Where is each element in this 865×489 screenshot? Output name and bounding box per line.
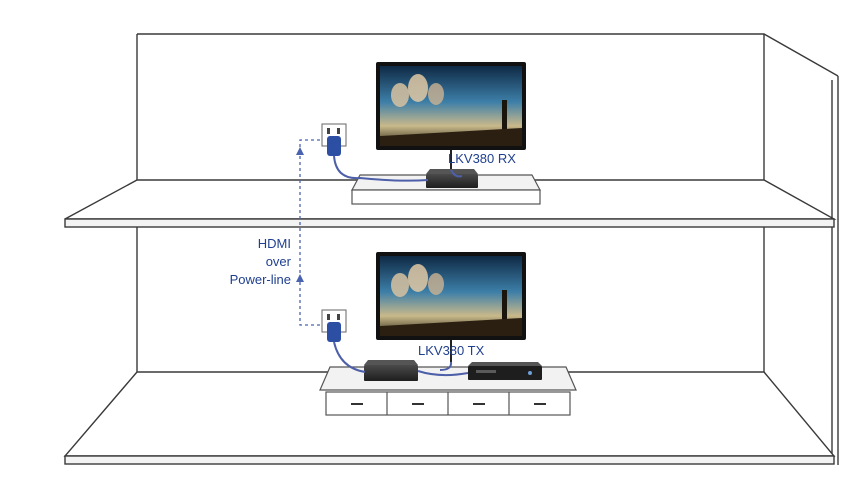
link-label-line1: HDMI <box>258 236 291 251</box>
link-arrow-icon <box>296 147 304 282</box>
monitor-icon <box>376 252 526 362</box>
power-plug-icon <box>321 309 347 342</box>
extender-box-icon <box>364 360 418 381</box>
dvd-player-icon <box>468 362 542 380</box>
link-label-line3: Power-line <box>230 272 291 287</box>
link-label-line2: over <box>266 254 292 269</box>
rx-label: LKV380 RX <box>448 151 516 166</box>
power-plug-icon <box>321 123 347 156</box>
tx-label: LKV380 TX <box>418 343 485 358</box>
monitor-icon <box>376 62 526 170</box>
cabinet <box>136 33 839 465</box>
powerline-link <box>299 139 320 326</box>
cables <box>333 155 469 377</box>
extender-box-icon <box>426 169 478 188</box>
